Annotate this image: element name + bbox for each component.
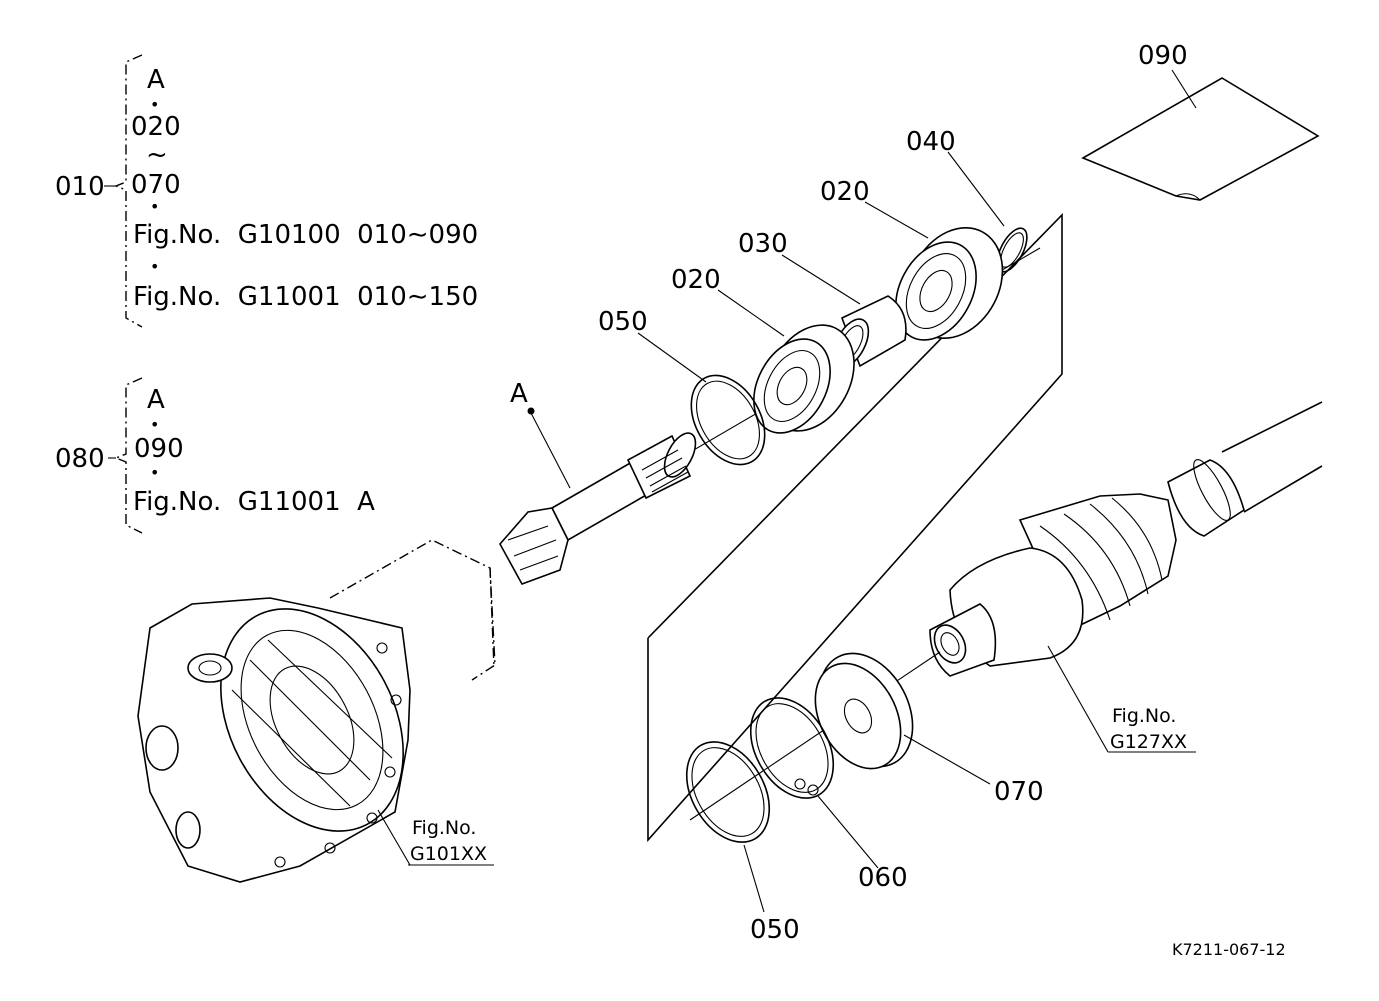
label-090: 090 xyxy=(1138,41,1188,71)
housing-figref-line2: G101XX xyxy=(410,843,487,865)
group-010-line-5: 070 xyxy=(131,170,181,200)
label-030: 030 xyxy=(738,229,788,259)
group-010-bracket: 010 A • 020 ~ 070 • Fig.No. G10100 010∼0… xyxy=(55,54,478,328)
group-010-line-9: Fig.No. G11001 010∼150 xyxy=(133,282,478,312)
axle-figref-line2: G127XX xyxy=(1110,731,1187,753)
label-040: 040 xyxy=(906,127,956,157)
upper-assembly-frame xyxy=(647,213,1063,843)
group-010-line-3: 020 xyxy=(131,112,181,142)
group-080-id: 080 xyxy=(55,444,105,474)
part-pinion-shaft: A xyxy=(499,379,697,585)
diagram-code: K7211-067-12 xyxy=(1172,940,1286,959)
part-housing: Fig.No. G101XX xyxy=(137,539,496,883)
part-060-circlip: 060 xyxy=(749,697,908,893)
label-050-upper: 050 xyxy=(598,307,648,337)
group-010-line-1: A xyxy=(147,65,165,95)
group-080-line-1: A xyxy=(147,385,165,415)
group-080-line-2: • xyxy=(150,415,159,434)
label-A: A xyxy=(510,379,528,409)
housing-figref-line1: Fig.No. xyxy=(412,817,476,839)
part-axle-assembly: Fig.No. G127XX xyxy=(929,401,1323,753)
group-080-line-4: • xyxy=(150,463,159,482)
label-050-lower: 050 xyxy=(750,915,800,945)
group-080-line-5: Fig.No. G11001 A xyxy=(133,487,375,517)
group-080-line-3: 090 xyxy=(134,434,184,464)
group-010-line-4: ~ xyxy=(146,140,168,170)
group-080-bracket: 080 A • 090 • Fig.No. G11001 A xyxy=(55,377,375,534)
group-010-id: 010 xyxy=(55,172,105,202)
group-010-line-2: • xyxy=(150,95,159,114)
part-070-seal: 070 xyxy=(814,652,1044,807)
part-050-shim-lower: 050 xyxy=(685,741,800,945)
group-010-line-6: • xyxy=(150,197,159,216)
part-020-bearing-lower: 020 xyxy=(671,265,855,434)
part-040-snap-ring: 040 xyxy=(906,127,1028,273)
group-010-line-8: • xyxy=(150,257,159,276)
label-020-lower: 020 xyxy=(671,265,721,295)
group-010-line-7: Fig.No. G10100 010∼090 xyxy=(133,220,478,250)
part-020-bearing-upper: 020 xyxy=(820,177,1004,341)
label-060: 060 xyxy=(858,863,908,893)
label-020-upper: 020 xyxy=(820,177,870,207)
part-090-sheet: 090 xyxy=(1081,41,1320,201)
label-070: 070 xyxy=(994,777,1044,807)
part-050-shim-upper: 050 xyxy=(598,307,766,466)
axle-figref-line1: Fig.No. xyxy=(1112,705,1176,727)
